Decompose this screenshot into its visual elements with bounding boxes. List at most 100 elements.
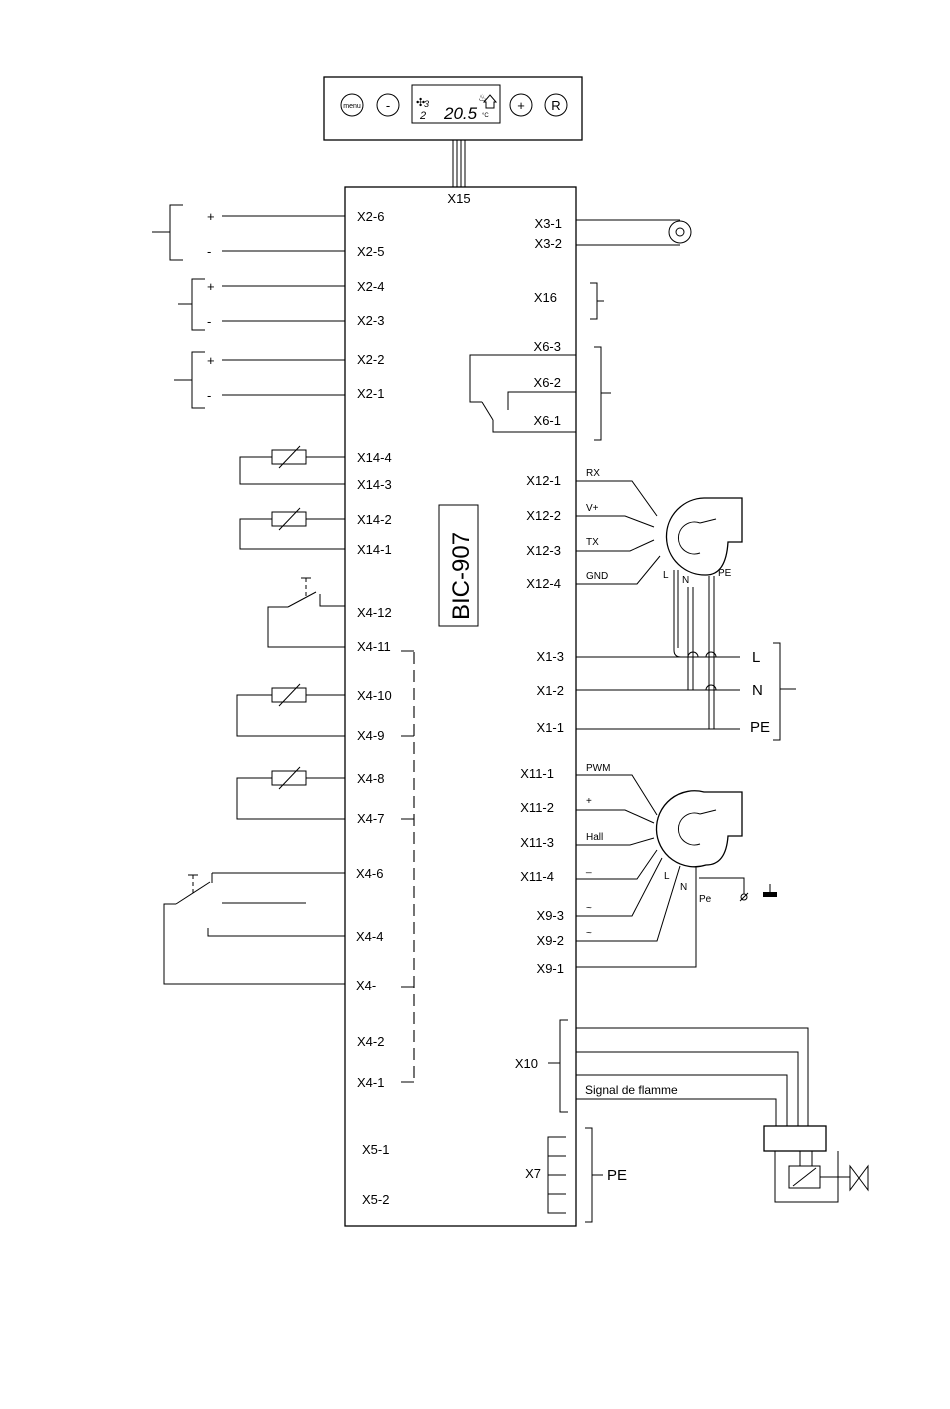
terminal-x12-3: X12-3	[526, 543, 561, 558]
polarity-minus-1: -	[207, 244, 211, 259]
terminal-x4-6: X4-6	[356, 866, 383, 881]
display-panel: menu - ✣ 3 2 20.5 ♨ °C + R X15	[323, 76, 583, 206]
x7-pe-block: PE	[547, 1127, 627, 1223]
polarity-plus-1: +	[207, 209, 215, 224]
reset-button-label: R	[551, 98, 560, 113]
x3-sensor	[576, 219, 692, 246]
terminal-x6-1: X6-1	[534, 413, 561, 428]
minus-button[interactable]	[376, 93, 400, 117]
terminal-x2-2: X2-2	[357, 352, 384, 367]
x14-sensors	[239, 445, 345, 550]
ntc-sensor-2	[271, 511, 307, 527]
x4-changeover-switch	[163, 872, 345, 985]
polarity-plus-3: +	[207, 353, 215, 368]
display-cable	[452, 140, 466, 187]
x4-dashed-bracket	[401, 650, 415, 1083]
minus-button-label: -	[386, 98, 390, 113]
menu-button[interactable]	[340, 93, 364, 117]
terminal-x5-2: X5-2	[362, 1192, 389, 1207]
terminal-x3-2: X3-2	[535, 236, 562, 251]
terminal-x14-3: X14-3	[357, 477, 392, 492]
terminal-x12-4: X12-4	[526, 576, 561, 591]
terminal-x1-3: X1-3	[537, 649, 564, 664]
lcd-screen	[411, 84, 501, 124]
terminal-x4-7: X4-7	[357, 811, 384, 826]
ntc-sensor-1	[271, 449, 307, 465]
x7-pe-label: PE	[607, 1167, 627, 1184]
terminal-x14-2: X14-2	[357, 512, 392, 527]
sensor-circle-icon	[668, 220, 692, 244]
controller-box	[344, 186, 577, 1227]
terminal-x9-1: X9-1	[537, 961, 564, 976]
x10-flame-wiring: Signal de flamme	[548, 1019, 869, 1203]
terminal-x14-1: X14-1	[357, 542, 392, 557]
model-label-box	[438, 504, 479, 627]
terminal-x2-3: X2-3	[357, 313, 384, 328]
terminal-x12-1: X12-1	[526, 473, 561, 488]
fan1-l-label: L	[663, 570, 669, 581]
mains-n-label: N	[752, 682, 763, 699]
ground-icon	[763, 884, 777, 897]
flame-signal-label: Signal de flamme	[585, 1083, 678, 1097]
reset-button[interactable]	[544, 93, 568, 117]
terminal-x4-11: X4-11	[357, 639, 391, 654]
polarity-minus-3: -	[207, 388, 211, 403]
fan1-gnd-label: GND	[586, 571, 608, 582]
x4-sensors	[236, 683, 345, 820]
terminal-x2-5: X2-5	[357, 244, 384, 259]
fan1-vplus-label: V+	[586, 503, 599, 514]
terminal-x2-4: X2-4	[357, 279, 384, 294]
blower-fan-2-icon	[655, 790, 743, 868]
terminal-x2-1: X2-1	[357, 386, 384, 401]
x4-12-switch	[267, 577, 345, 648]
terminal-x1-1: X1-1	[537, 720, 564, 735]
fan1-rx-label: RX	[586, 468, 600, 479]
terminal-x4-10: X4-10	[357, 688, 392, 703]
plus-button[interactable]	[509, 93, 533, 117]
terminal-x11-3: X11-3	[520, 835, 554, 850]
terminal-x14-4: X14-4	[357, 450, 392, 465]
fan2-ac1-label: ~	[586, 903, 592, 914]
terminal-x4-: X4-	[356, 978, 376, 993]
blower-fan-1-icon	[665, 497, 743, 576]
terminal-x3-1: X3-1	[535, 216, 562, 231]
mains-pe-label: PE	[750, 719, 770, 736]
terminal-x11-1: X11-1	[520, 766, 554, 781]
terminal-x1-2: X1-2	[537, 683, 564, 698]
fan2-n-label: N	[680, 882, 687, 893]
lcd-left-sub: 2	[419, 110, 426, 122]
terminal-x11-2: X11-2	[520, 800, 554, 815]
x16-bracket	[590, 282, 604, 320]
lcd-main-value: 20.5	[443, 104, 478, 123]
plus-button-label: +	[517, 98, 525, 113]
menu-button-label: menu	[343, 103, 361, 110]
terminal-x4-9: X4-9	[357, 728, 384, 743]
flame-icon: ♨	[478, 93, 487, 104]
fan1-n-label: N	[682, 575, 689, 586]
mains-wiring: L N PE	[576, 570, 796, 741]
terminal-x7: X7	[525, 1166, 541, 1181]
fan2-pe-label: Pe	[699, 894, 712, 905]
terminal-x11-4: X11-4	[520, 869, 554, 884]
ntc-sensor-3	[271, 687, 307, 703]
terminal-x9-2: X9-2	[537, 933, 564, 948]
terminal-x4-8: X4-8	[357, 771, 384, 786]
house-icon	[482, 94, 498, 109]
model-label: BIC-907	[448, 532, 475, 620]
left-terminals: X2-6 X2-5 X2-4 X2-3 X2-2 X2-1 X14-4 X14-…	[356, 209, 392, 1207]
lcd-left-digits: 3	[424, 99, 429, 109]
terminal-x2-6: X2-6	[357, 209, 384, 224]
terminal-x9-3: X9-3	[537, 908, 564, 923]
x2-inputs: + - + - + -	[152, 204, 345, 409]
x6-relay	[469, 346, 611, 441]
fan2-hall-label: Hall	[586, 832, 603, 843]
fan2-ac2-label: ~	[586, 928, 592, 939]
polarity-plus-2: +	[207, 279, 215, 294]
ntc-sensor-4	[271, 770, 307, 786]
terminal-x16: X16	[534, 290, 557, 305]
fan-2: PWM + Hall _ ~ ~ L N Pe	[576, 763, 777, 968]
fan-1: RX V+ TX GND L N PE	[576, 468, 743, 586]
fan1-tx-label: TX	[586, 537, 599, 548]
terminal-x12-2: X12-2	[526, 508, 561, 523]
